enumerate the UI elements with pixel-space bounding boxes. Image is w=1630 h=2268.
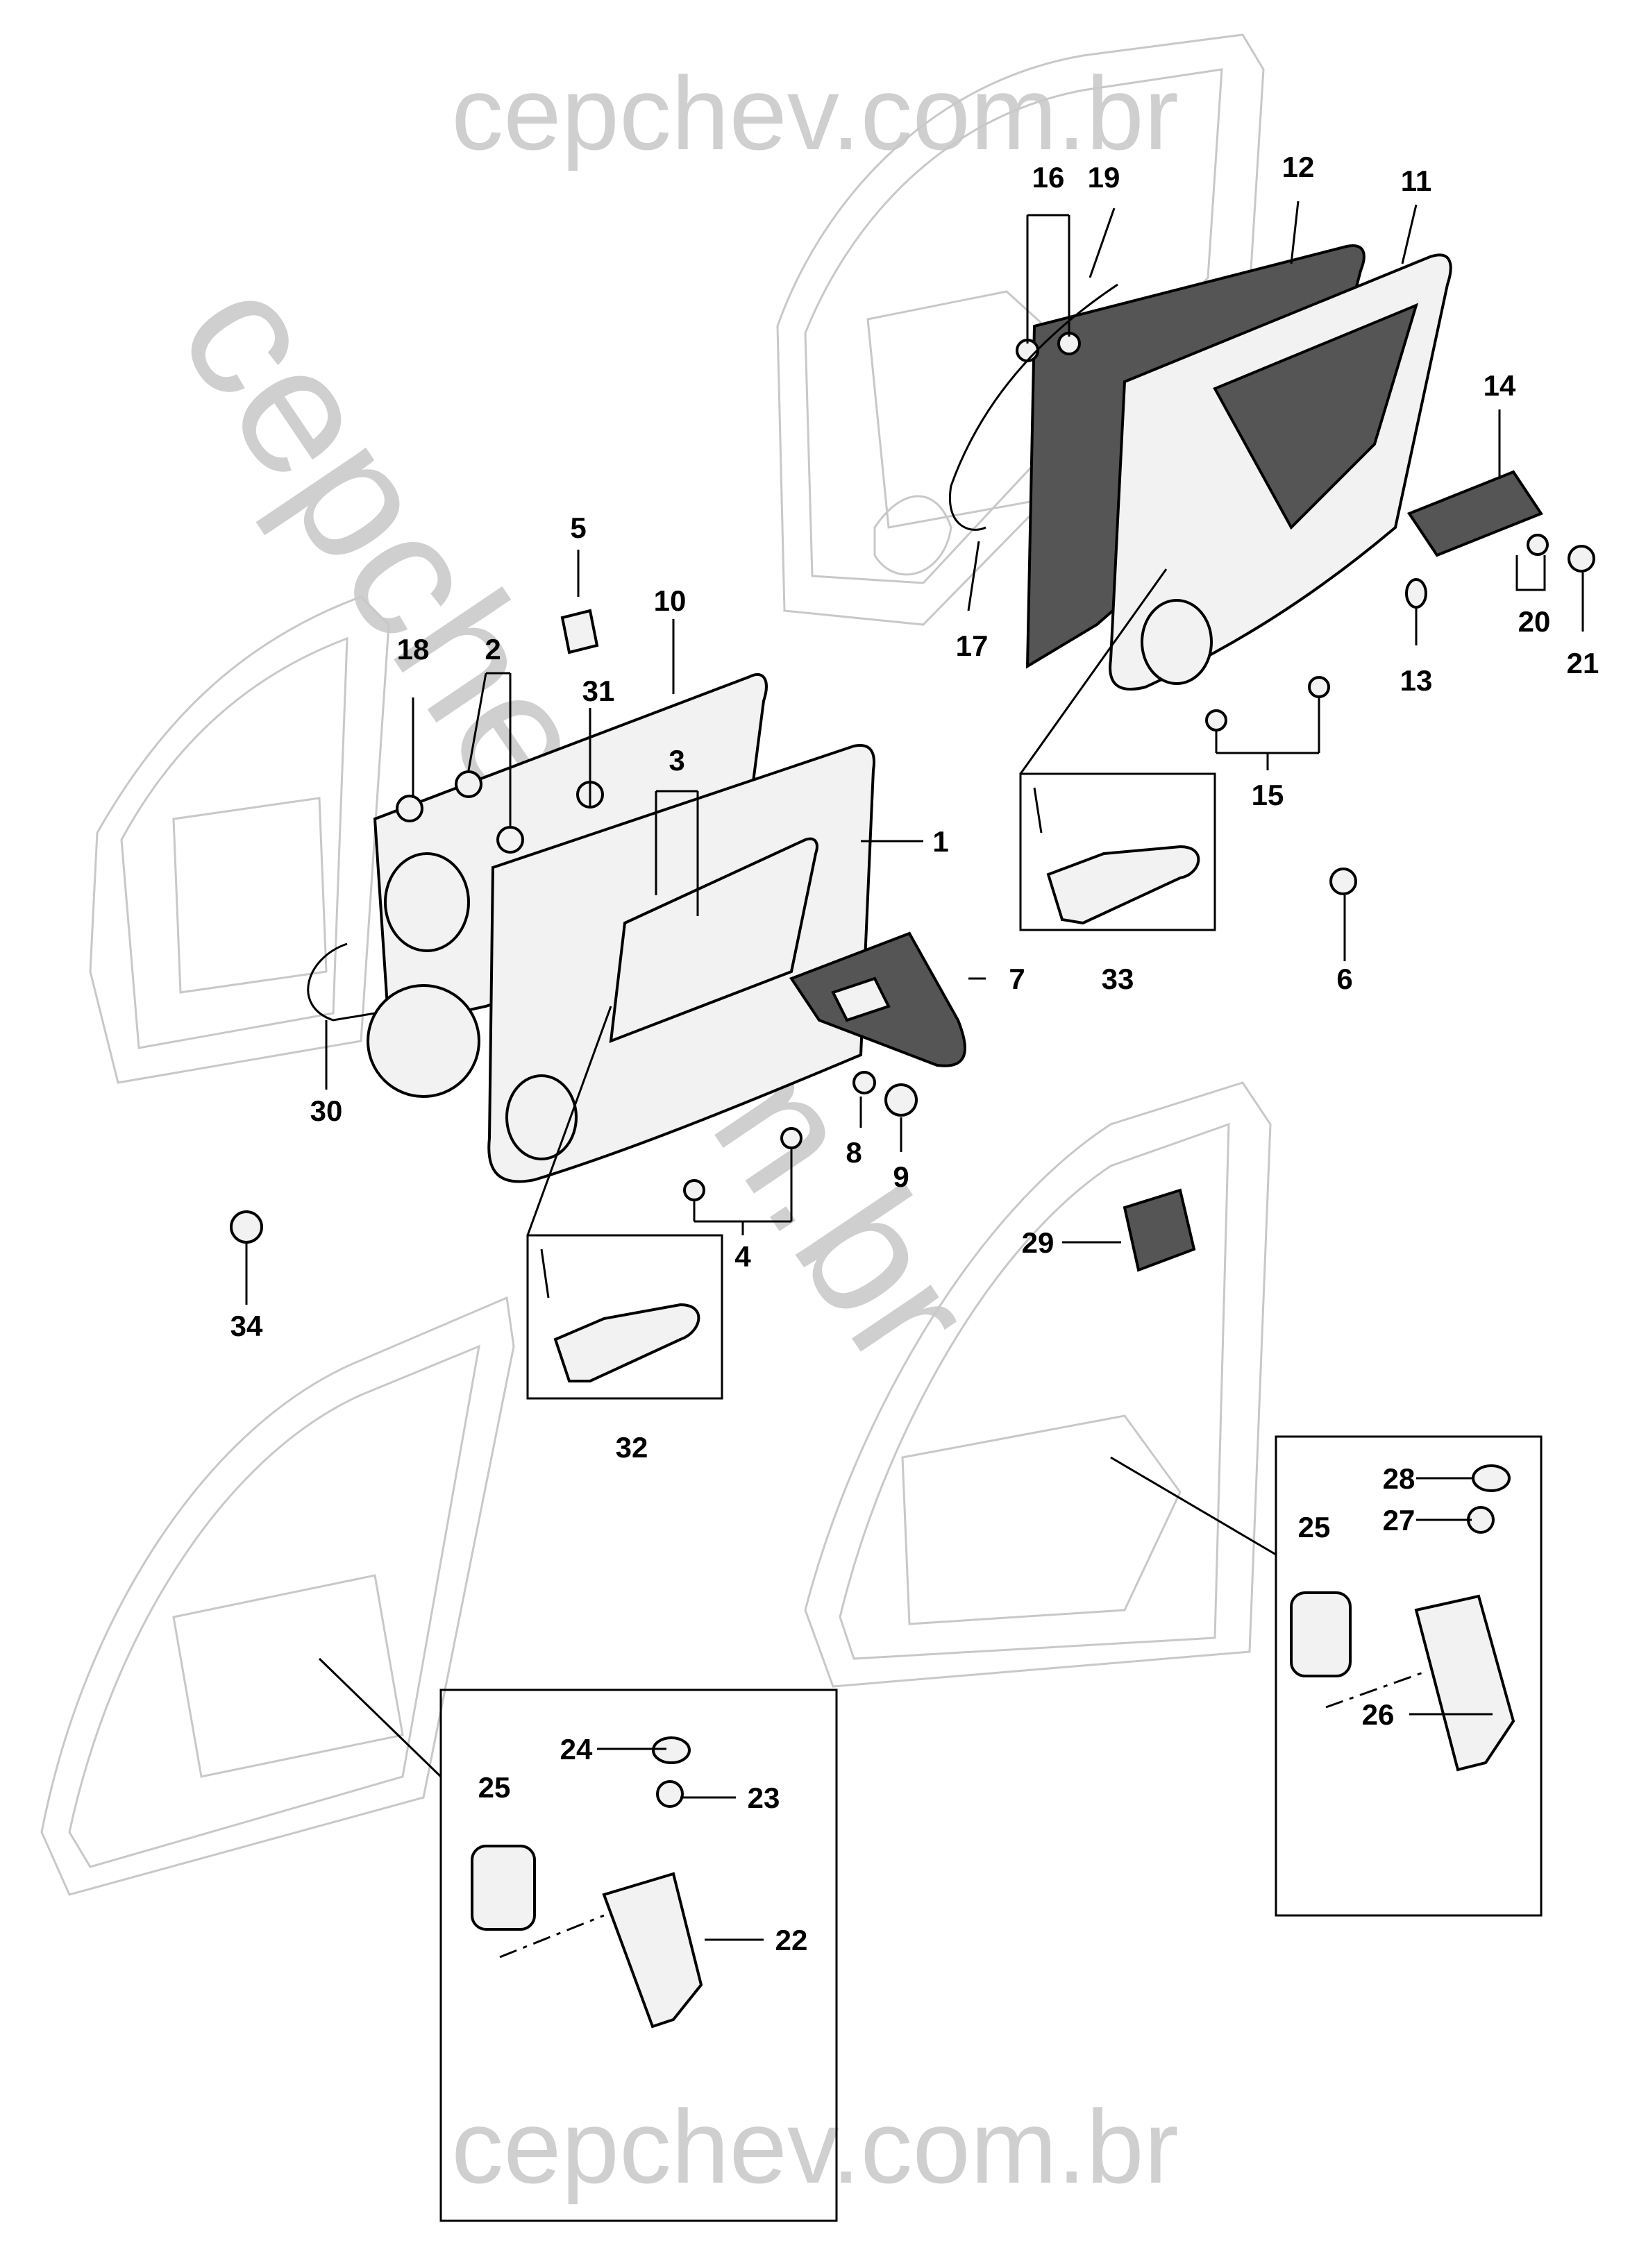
callout-14: 14 xyxy=(1484,369,1516,402)
watermark-top: cepchev.com.br xyxy=(451,55,1179,171)
cap-21-icon xyxy=(1568,545,1595,573)
callout-25-rear: 25 xyxy=(1298,1511,1331,1543)
rear-handle-rod xyxy=(1033,787,1043,833)
callout-8: 8 xyxy=(846,1136,862,1169)
clip-2a-icon xyxy=(455,770,482,798)
rear-panel-window-cutout xyxy=(1213,303,1419,530)
callout-2: 2 xyxy=(485,633,501,666)
rear-inner-handle-33 xyxy=(1046,845,1200,925)
front-handle-rod xyxy=(540,1249,550,1298)
callout-10: 10 xyxy=(654,584,687,617)
callout-6: 6 xyxy=(1336,963,1352,995)
callout-28: 28 xyxy=(1383,1462,1415,1495)
fastener-glyphs xyxy=(230,283,1595,1808)
cap-24-icon xyxy=(652,1736,691,1764)
callout-34: 34 xyxy=(230,1310,263,1342)
callout-4: 4 xyxy=(734,1240,751,1273)
cap-9-icon xyxy=(884,1083,918,1117)
front-door-ghost-left xyxy=(89,595,390,1084)
callout-15: 15 xyxy=(1252,779,1284,811)
screw-4a-icon xyxy=(683,1179,705,1201)
callout-9: 9 xyxy=(893,1160,909,1193)
callout-27: 27 xyxy=(1383,1504,1415,1537)
callout-22: 22 xyxy=(775,1924,808,1956)
callout-17: 17 xyxy=(956,629,989,662)
rear-cup-centerline xyxy=(1325,1671,1424,1709)
callout-leaders xyxy=(245,201,1584,1941)
callout-32: 32 xyxy=(616,1431,648,1464)
callout-12: 12 xyxy=(1282,151,1315,183)
watermark-bottom: cepchev.com.br xyxy=(451,2088,1179,2205)
screw-15a-icon xyxy=(1205,709,1227,731)
callout-3: 3 xyxy=(669,744,684,777)
callout-20: 20 xyxy=(1518,605,1551,638)
cap-28-icon xyxy=(1472,1464,1511,1492)
rear-switch-bezel-14 xyxy=(1406,470,1544,557)
clip-5-icon xyxy=(560,609,599,654)
leader-front-cup-inset xyxy=(318,1657,442,1778)
callout-16: 16 xyxy=(1032,161,1065,194)
inset-rear-pull-cup xyxy=(1275,1435,1543,1917)
callout-18: 18 xyxy=(397,633,430,666)
callout-13: 13 xyxy=(1400,664,1433,697)
clip-18-icon xyxy=(396,795,423,822)
leader-front-handle-inset xyxy=(526,1006,612,1236)
rear-panel-speaker-grille xyxy=(1141,599,1213,685)
front-pull-cup-cover-25 xyxy=(471,1845,536,1931)
front-pull-cup-22 xyxy=(602,1872,703,2029)
front-inner-handle-32 xyxy=(553,1303,700,1382)
inset-33-inner-handle xyxy=(1019,772,1216,931)
callout-29: 29 xyxy=(1022,1226,1055,1259)
switch-29-icon xyxy=(1123,1188,1196,1272)
callout-25-front: 25 xyxy=(478,1771,511,1804)
rear-door-seal-17-19 xyxy=(949,283,1118,531)
inset-32-inner-handle xyxy=(526,1234,723,1400)
callout-1: 1 xyxy=(932,825,948,858)
callout-31: 31 xyxy=(582,675,615,707)
screw-20-icon xyxy=(1527,534,1549,556)
front-panel-speaker-grille xyxy=(505,1074,578,1160)
screw-6-icon xyxy=(1329,868,1357,895)
rear-pull-cup-cover-25 xyxy=(1290,1591,1352,1677)
callout-11: 11 xyxy=(1401,164,1431,197)
callout-24: 24 xyxy=(560,1733,593,1766)
screw-8-icon xyxy=(852,1071,876,1094)
callout-33: 33 xyxy=(1102,963,1134,995)
clip-2b-icon xyxy=(496,826,524,854)
callout-26: 26 xyxy=(1362,1698,1395,1731)
callout-19: 19 xyxy=(1088,161,1120,194)
screw-27-icon xyxy=(1467,1506,1495,1534)
front-pull-handle-insert xyxy=(831,976,891,1022)
front-speaker-opening xyxy=(384,852,470,952)
rear-pull-cup-26 xyxy=(1414,1594,1515,1772)
screw-4b-icon xyxy=(780,1127,803,1149)
callout-21: 21 xyxy=(1567,647,1599,679)
callout-5: 5 xyxy=(570,511,586,544)
callout-labels: 1 2 3 4 5 6 7 8 9 10 11 12 13 14 15 16 1… xyxy=(230,151,1599,1956)
front-speaker-ring xyxy=(367,984,480,1098)
callout-23: 23 xyxy=(748,1782,780,1814)
front-panel-armrest xyxy=(609,837,818,1044)
screw-15b-icon xyxy=(1308,676,1330,698)
callout-7: 7 xyxy=(1009,963,1025,995)
callout-30: 30 xyxy=(310,1094,343,1127)
cap-13-icon xyxy=(1405,578,1427,609)
screw-34-icon xyxy=(230,1210,263,1244)
front-door-seal-30 xyxy=(307,942,376,1022)
inset-front-pull-cup xyxy=(439,1689,838,2222)
screw-23-icon xyxy=(656,1780,684,1808)
leader-rear-handle-inset xyxy=(1019,568,1168,775)
leader-rear-cup-inset xyxy=(1110,1456,1277,1556)
rear-door-ghost-bottom xyxy=(804,1081,1272,1688)
front-door-ghost-bottom xyxy=(40,1296,515,1896)
